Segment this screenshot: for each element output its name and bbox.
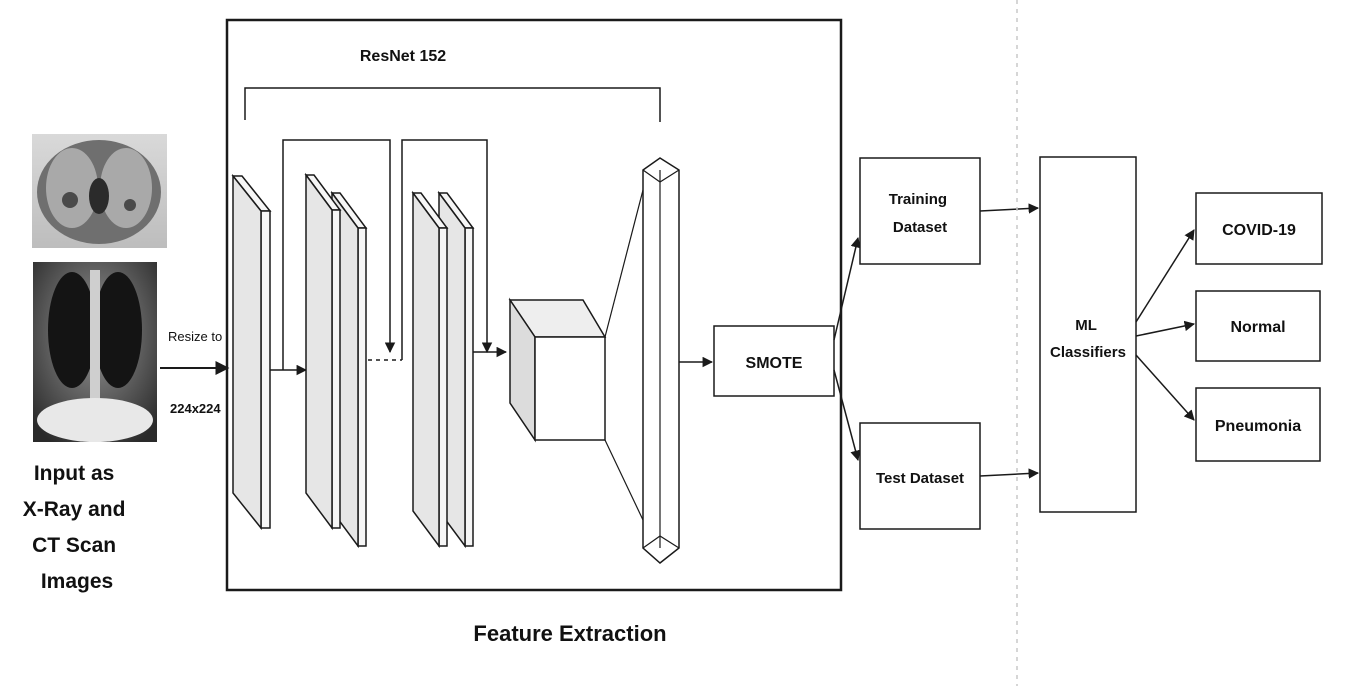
resize-label: Resize to — [168, 329, 222, 344]
skip-connection-1 — [282, 139, 396, 370]
normal-label: Normal — [1230, 319, 1285, 336]
smote-box — [713, 325, 835, 397]
test-dataset-label: Test Dataset — [876, 470, 964, 487]
normal-box — [1195, 290, 1321, 362]
projection-line-top — [604, 189, 644, 338]
conv-block-1 — [304, 172, 368, 549]
conv-block-2 — [411, 190, 475, 549]
feature-extraction-label: Feature Extraction — [473, 621, 666, 646]
test-dataset-box — [859, 422, 981, 530]
conv-layer-1 — [231, 173, 272, 531]
resize-size-label: 224x224 — [170, 401, 221, 416]
projection-line-bottom — [604, 439, 644, 521]
training-dataset-label: Training Dataset — [889, 191, 952, 236]
covid-box — [1195, 192, 1323, 265]
arrow-training-to-classifiers — [979, 203, 1040, 214]
resnet-bracket — [244, 87, 661, 122]
ct-scan-image — [32, 134, 167, 248]
xray-image — [33, 262, 157, 442]
ml-classifiers-label: ML Classifiers — [1050, 317, 1126, 361]
pneumonia-box — [1195, 387, 1321, 462]
pooling-cube — [508, 297, 607, 443]
arrow-test-to-classifiers — [979, 468, 1040, 479]
arrow-to-covid — [1135, 229, 1195, 323]
input-caption: Input as X-Ray and CT Scan Images — [23, 462, 132, 593]
arrow-smote-to-training — [833, 236, 861, 341]
ml-classifiers-box — [1039, 156, 1137, 513]
fc-layer — [642, 157, 680, 564]
arrow-to-pneumonia — [1135, 354, 1195, 421]
training-dataset-box — [859, 157, 981, 265]
arrow-smote-to-test — [833, 369, 861, 462]
resnet-label: ResNet 152 — [360, 48, 446, 65]
pneumonia-label: Pneumonia — [1215, 418, 1301, 435]
covid-label: COVID-19 — [1222, 222, 1296, 239]
smote-label: SMOTE — [746, 355, 803, 372]
arrow-to-normal — [1135, 320, 1196, 337]
feature-extraction-box — [225, 18, 843, 592]
skip-connection-2 — [401, 139, 493, 360]
